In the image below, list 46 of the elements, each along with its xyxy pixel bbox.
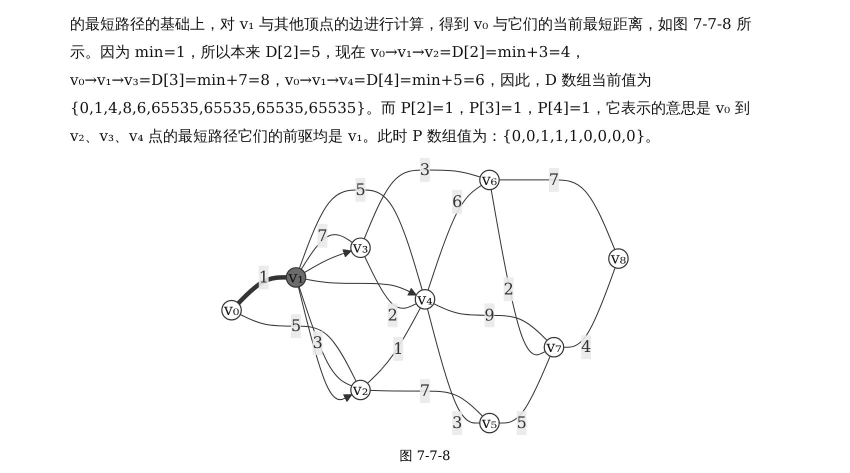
edge-label: 6	[452, 192, 462, 211]
connector	[433, 303, 548, 341]
edge-label: 5	[516, 413, 527, 432]
edge-label: 4	[581, 337, 592, 356]
edge-label: 2	[504, 279, 514, 298]
edge-label: 7	[317, 226, 328, 245]
edge-label: 2	[388, 305, 398, 324]
connector	[300, 234, 353, 270]
edge-label: 9	[484, 305, 495, 324]
node-circle: v₂	[350, 380, 371, 400]
paragraph: 的最短路径的基础上，对 v₁ 与其他顶点的边进行计算，得到 v₀ 与它们的当前最短距离，如图 7-7-8 所示。因为 min=1，所以本来 D[2]=5，现在 v₀→v₁→v₂=D[2]=min+3=4，v₀→v₁→v₃=D[3]=min+7=8，v₀→v₁→v₄=D[4]=min+5=6，因此，D 数组当前值为{0,1,4,8,6,65535,65535,65535,65535}。而 P[2]=1，P[3]=1，P[4]=1，它表示的意思是 v₀ 到 v₂、v₃、v₄ 点的最短路径它们的前驱均是 v₁。此时 P 数组值为：{0,0,1,1,1,0,0,0,0}。	[70, 14, 752, 147]
connector	[498, 179, 616, 250]
connector	[298, 189, 423, 291]
connector	[498, 356, 551, 424]
node-circle: v₄	[414, 289, 436, 310]
node-circle: v₆	[479, 170, 500, 190]
arrow	[298, 286, 352, 402]
edge-label: 5	[355, 180, 366, 199]
node-circle: v₃	[350, 237, 371, 258]
figure-caption: 图 7-7-8	[400, 448, 450, 465]
edge-label: 1	[393, 338, 404, 358]
node-circle: v₈	[608, 248, 629, 269]
connector	[563, 267, 616, 348]
edge-label: 5	[290, 316, 302, 336]
connector	[364, 256, 417, 309]
connector	[298, 286, 352, 386]
connector	[236, 275, 286, 305]
connector	[367, 307, 421, 384]
edge-label: 3	[312, 333, 323, 352]
connector	[364, 169, 481, 240]
edge-label: 7	[420, 381, 430, 400]
edge-label: 3	[452, 413, 462, 432]
edge-label: 7	[548, 170, 560, 189]
connector	[428, 184, 482, 291]
arrow	[305, 278, 417, 296]
node-circle: v₇	[544, 336, 564, 358]
node-circle: v₁	[286, 267, 306, 288]
arrow	[304, 249, 352, 274]
node-circle: v₅	[479, 412, 500, 434]
connector	[240, 314, 357, 382]
edge-label: 1	[258, 267, 269, 286]
connector	[426, 308, 480, 424]
connector	[490, 188, 546, 356]
edge-label: 3	[420, 160, 430, 179]
connector	[370, 390, 484, 417]
node-circle: v₀	[221, 300, 242, 320]
